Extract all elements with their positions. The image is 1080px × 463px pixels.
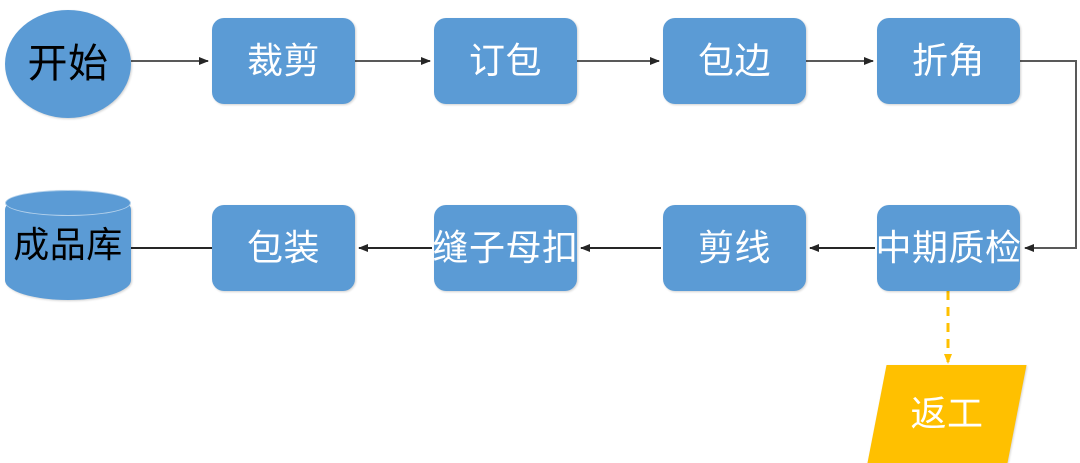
- node-packaging[interactable]: 包装: [212, 205, 355, 291]
- node-warehouse-label: 成品库: [13, 224, 123, 265]
- node-inspection-label: 中期质检: [875, 227, 1022, 268]
- node-cutting-label: 裁剪: [246, 40, 320, 81]
- node-warehouse[interactable]: 成品库: [5, 190, 131, 300]
- node-rework[interactable]: 返工: [867, 365, 1027, 463]
- node-cutting[interactable]: 裁剪: [212, 18, 355, 104]
- node-snaps[interactable]: 缝子母扣: [432, 205, 579, 291]
- node-start[interactable]: 开始: [5, 10, 131, 118]
- node-stapling-label: 订包: [468, 40, 542, 81]
- node-corner[interactable]: 折角: [877, 18, 1020, 104]
- node-corner-label: 折角: [911, 40, 985, 81]
- node-rework-label: 返工: [910, 393, 984, 434]
- node-inspection[interactable]: 中期质检: [875, 205, 1022, 291]
- node-trimming-label: 剪线: [697, 227, 771, 268]
- node-snaps-label: 缝子母扣: [432, 227, 579, 268]
- node-start-label: 开始: [27, 42, 109, 86]
- node-stapling[interactable]: 订包: [434, 18, 577, 104]
- node-packaging-label: 包装: [246, 227, 320, 268]
- node-trimming[interactable]: 剪线: [663, 205, 806, 291]
- node-edging[interactable]: 包边: [663, 18, 806, 104]
- node-edging-label: 包边: [697, 40, 771, 81]
- edge-corner-to-inspection: [1020, 60, 1077, 252]
- cylinder-top-ellipse: [5, 190, 131, 216]
